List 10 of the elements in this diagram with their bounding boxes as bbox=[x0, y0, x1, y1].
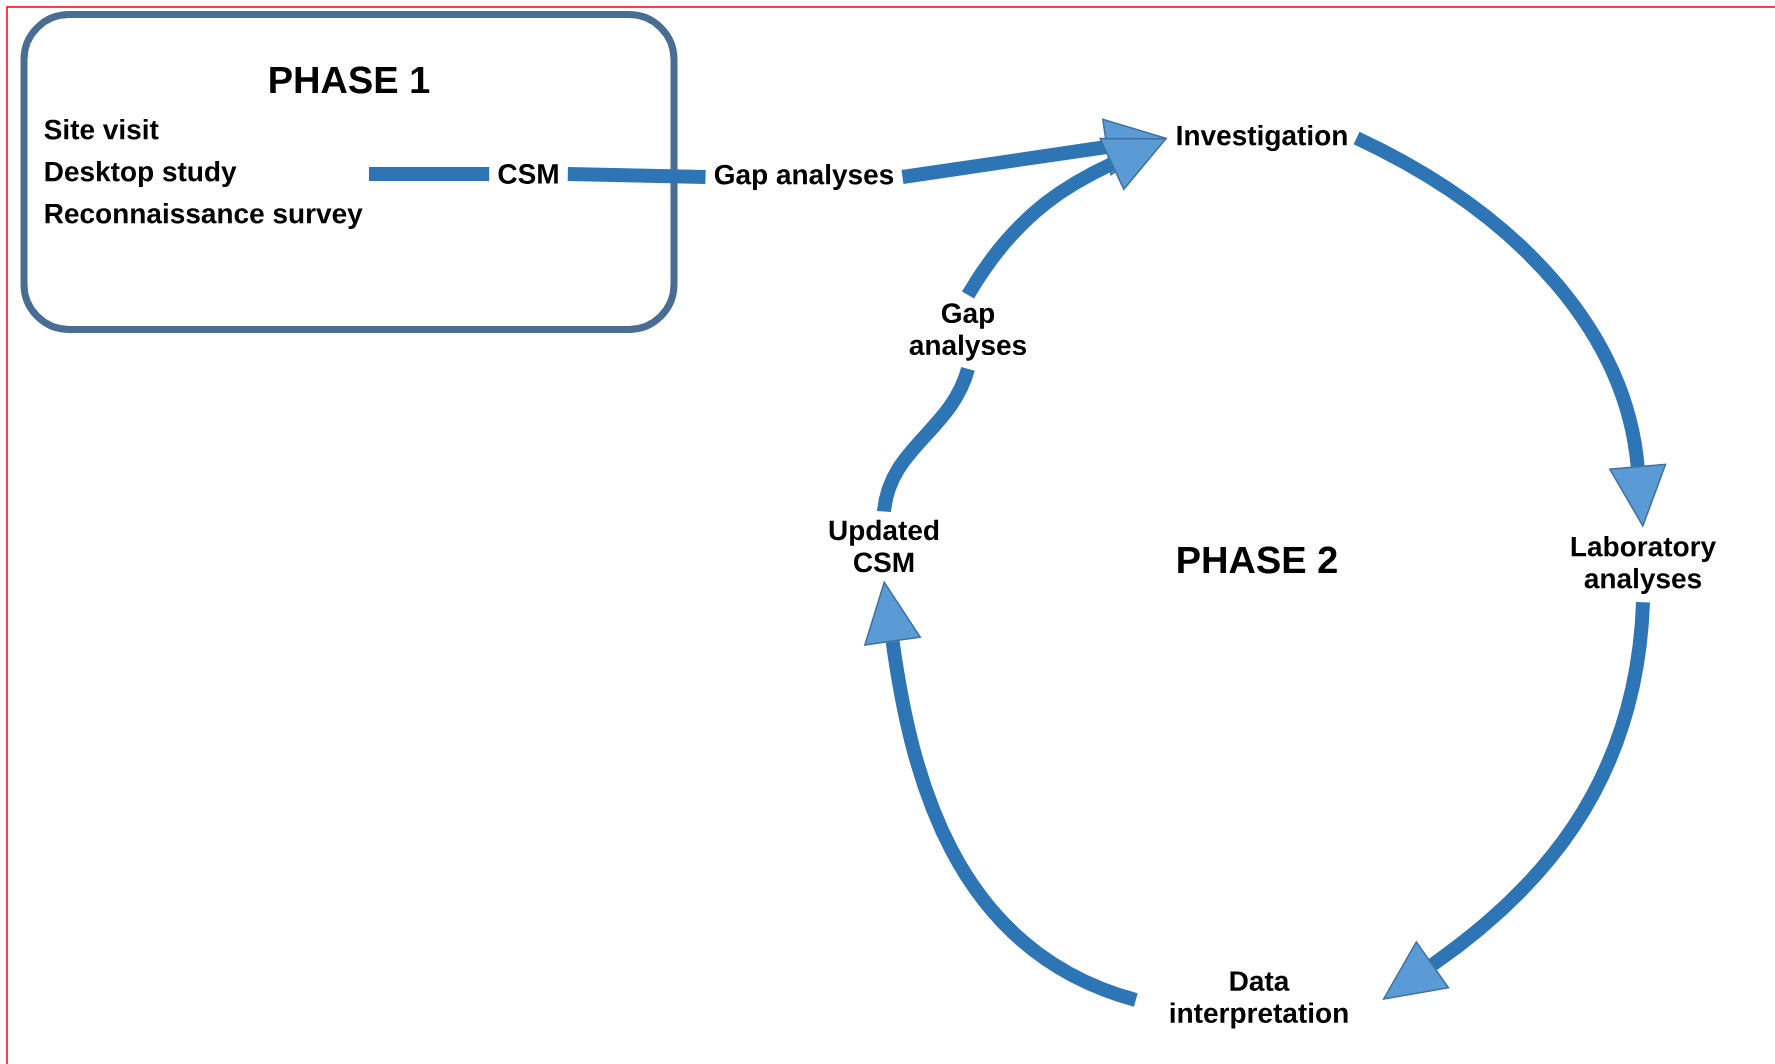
step-label: Data interpretation bbox=[1170, 971, 1348, 1029]
arrow bbox=[1382, 601, 1650, 1000]
step-label: Gap analyses bbox=[714, 163, 894, 190]
step-label: Gap analyses bbox=[909, 303, 1026, 361]
step-label: CSM bbox=[498, 164, 558, 184]
step-label: Investigation bbox=[1177, 124, 1347, 152]
step-label: Laboratory analyses bbox=[1571, 535, 1716, 594]
step-label: Updated CSM bbox=[829, 519, 939, 573]
phase-heading: PHASE 2 bbox=[1178, 546, 1337, 574]
step-list: Site visit Desktop study Reconnaissance survey bbox=[44, 118, 363, 229]
